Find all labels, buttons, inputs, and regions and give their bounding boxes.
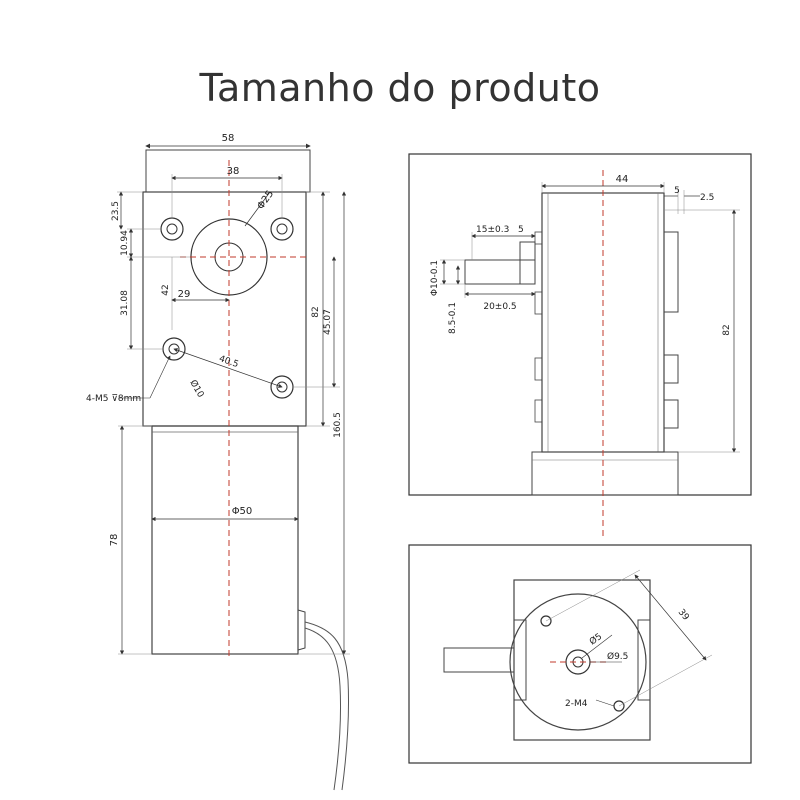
dim-phi9-5: Ø9.5 xyxy=(607,651,628,662)
dim-82: 82 xyxy=(311,306,321,317)
dim-20: 20±0.5 xyxy=(483,302,516,312)
dim-10-94: 10.94 xyxy=(120,230,130,256)
rear-view-frame xyxy=(408,544,752,764)
dim-160-5: 160.5 xyxy=(333,412,343,438)
dim-42: 42 xyxy=(161,284,171,295)
dim-44: 44 xyxy=(616,174,629,185)
dim-78: 78 xyxy=(109,534,120,547)
dim-38: 38 xyxy=(227,166,240,177)
dim-5: 5 xyxy=(674,186,680,196)
mount-hole-top-left xyxy=(160,217,184,241)
dim-2-m4: 2-M4 xyxy=(565,699,588,709)
dim-phi5: Ø5 xyxy=(587,631,604,647)
dim-2-5: 2.5 xyxy=(700,193,714,203)
dim-39: 39 xyxy=(676,608,691,623)
side-view-frame xyxy=(408,153,752,496)
dim-8-5: 8.5-0.1 xyxy=(448,302,458,334)
dim-phi10-shaft: Φ10-0.1 xyxy=(430,260,440,296)
page-title: Tamanho do produto xyxy=(199,66,601,110)
dim-shaft-step: 5 xyxy=(518,225,524,235)
dim-phi50: Φ50 xyxy=(232,506,253,517)
motor-body xyxy=(151,425,299,655)
side-view: 44 5 2.5 15±0.3 5 Φ10-0.1 8.5-0.1 20±0.5… xyxy=(408,153,752,540)
dim-45-07: 45.07 xyxy=(323,309,333,335)
dim-31-08: 31.08 xyxy=(120,290,130,316)
mount-hole-top-right xyxy=(270,217,294,241)
dim-58: 58 xyxy=(222,133,235,144)
dim-phi10: Ø10 xyxy=(187,378,206,400)
dim-82-side: 82 xyxy=(722,324,732,335)
dim-23-5: 23.5 xyxy=(111,201,121,221)
dim-40-5: 40.5 xyxy=(218,354,240,370)
rear-view: 39 Ø5 Ø9.5 2-M4 xyxy=(408,544,752,764)
front-view: 58 38 Φ25 23.5 10.94 31.08 42 29 82 xyxy=(86,133,350,791)
dim-29: 29 xyxy=(178,289,191,300)
dim-4-m5: 4-M5 ⊽8mm xyxy=(86,394,141,404)
dim-15: 15±0.3 xyxy=(476,225,509,235)
